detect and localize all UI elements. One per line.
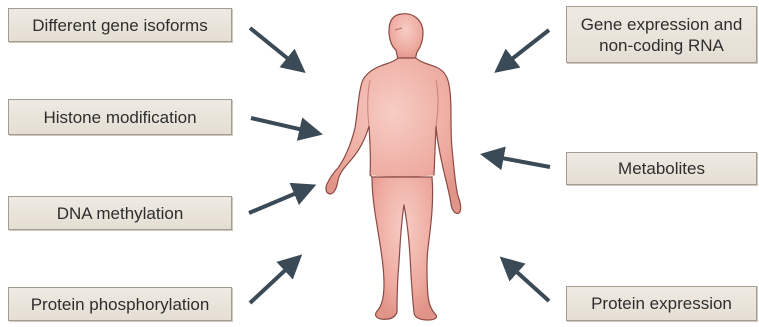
label-text: Protein expression — [591, 293, 732, 314]
arrow-metabolites — [491, 156, 550, 167]
arrow-protein-expression — [508, 264, 549, 301]
label-text: Protein phosphorylation — [31, 294, 210, 315]
arrow-protein-phosphorylation — [250, 262, 294, 303]
arrow-gene-expression — [503, 30, 549, 66]
human-body-figure — [326, 14, 461, 320]
label-text: Histone modification — [43, 107, 196, 128]
head — [389, 14, 423, 60]
label-gene-expression-ncrna: Gene expression and non-coding RNA — [566, 6, 757, 63]
label-histone-modification: Histone modification — [8, 99, 232, 135]
label-dna-methylation: DNA methylation — [8, 196, 232, 230]
label-protein-expression: Protein expression — [566, 286, 757, 321]
label-metabolites: Metabolites — [566, 152, 757, 185]
label-text: Metabolites — [618, 158, 705, 179]
label-protein-phosphorylation: Protein phosphorylation — [8, 287, 232, 321]
arrow-histone — [251, 118, 312, 132]
label-text: Different gene isoforms — [32, 15, 207, 36]
legs — [372, 177, 437, 320]
label-text: DNA methylation — [57, 203, 184, 224]
label-text: Gene expression and non-coding RNA — [581, 14, 743, 56]
label-different-gene-isoforms: Different gene isoforms — [8, 8, 232, 42]
arrow-dna-methylation — [249, 189, 306, 213]
arrow-isoforms — [250, 28, 297, 66]
